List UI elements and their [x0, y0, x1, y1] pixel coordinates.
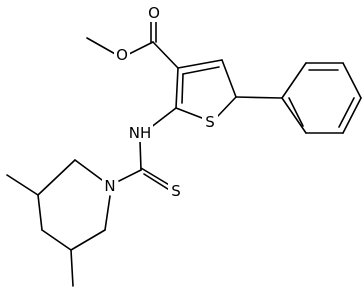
bond-ph-4-5	[342, 97, 362, 134]
bond-methyl-o	[86, 37, 118, 56]
atom-label-piperidine-nitrogen: N	[104, 177, 115, 195]
bond-ca-cb	[37, 159, 76, 196]
atom-labels: O O S NH S N	[102, 4, 218, 200]
bond-c5-phenyl	[235, 96, 283, 99]
atom-label-thione-sulfur: S	[171, 182, 181, 200]
bond-c4-c5	[221, 59, 237, 98]
bond-o-carbonyl-c	[126, 41, 154, 56]
bond-ph-inner-b	[338, 97, 355, 128]
bond-thio-double-2	[143, 173, 172, 192]
bond-c3-c4-inner	[182, 66, 220, 75]
bond-ph-6-1	[281, 97, 307, 134]
bond-lines	[6, 16, 362, 287]
bond-cd-ce	[70, 229, 106, 251]
bond-c3-c4	[177, 59, 223, 69]
bond-ph-inner-c	[288, 97, 304, 127]
bond-c2-c3	[175, 67, 179, 109]
bond-cb-cc	[37, 194, 43, 231]
bond-ce-n	[104, 195, 111, 231]
bond-thioc-n	[118, 169, 142, 182]
atom-label-ester-oxygen: O	[116, 46, 128, 64]
atom-label-carbonyl-oxygen: O	[148, 4, 160, 22]
bond-thio-double-1	[140, 167, 172, 187]
bond-ph-1-2	[281, 62, 307, 99]
bond-c5-s	[216, 96, 237, 118]
bond-methyl-bottom	[70, 249, 74, 287]
bond-cc-cd	[41, 229, 72, 251]
atom-label-amine-nh: NH	[129, 124, 152, 142]
bond-carbonyl-to-ring	[152, 41, 179, 69]
bond-methyl-top	[6, 174, 39, 196]
bond-s-c2	[175, 107, 203, 119]
bond-ph-3-4	[342, 62, 362, 99]
bond-nh-thioc	[139, 140, 142, 171]
bond-c2-nh	[149, 107, 177, 129]
atom-label-thiophene-sulfur: S	[205, 113, 215, 131]
bond-c2-c3-inner	[181, 73, 184, 104]
bond-n-ca	[74, 159, 103, 181]
